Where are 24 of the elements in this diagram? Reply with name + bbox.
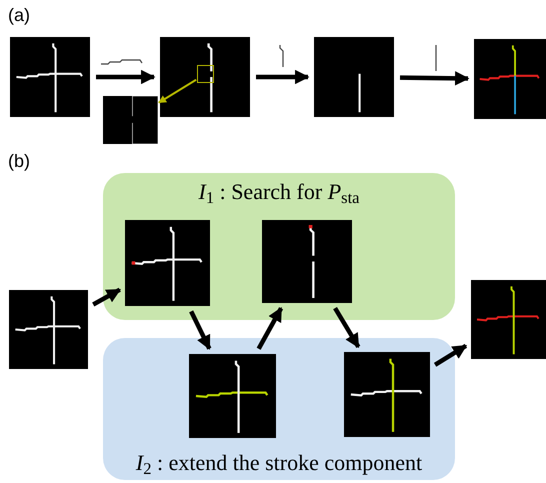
picture — [9, 290, 88, 369]
arrow — [400, 71, 470, 86]
picture — [160, 37, 250, 117]
panel-label: (a) — [8, 4, 30, 26]
panel-label: (b) — [8, 150, 30, 172]
highlight-box — [197, 65, 214, 83]
stage-panel — [103, 338, 455, 480]
arrow — [434, 344, 468, 367]
arrow — [158, 78, 197, 104]
picture — [314, 37, 394, 117]
arrow — [256, 70, 310, 84]
picture — [471, 280, 546, 359]
picture — [10, 37, 90, 117]
picture — [344, 352, 430, 437]
stage-panel — [103, 173, 455, 320]
panel-title: I$_{1}$ : Search for P$_{sta}$ — [198, 179, 360, 205]
arrow — [92, 288, 122, 306]
picture — [474, 39, 546, 119]
arrow — [96, 70, 156, 84]
picture — [262, 220, 352, 303]
panel-title: I$_{2}$ : extend the stroke component — [136, 450, 422, 476]
arrow — [189, 310, 212, 350]
picture — [125, 220, 210, 306]
picture — [189, 354, 276, 438]
